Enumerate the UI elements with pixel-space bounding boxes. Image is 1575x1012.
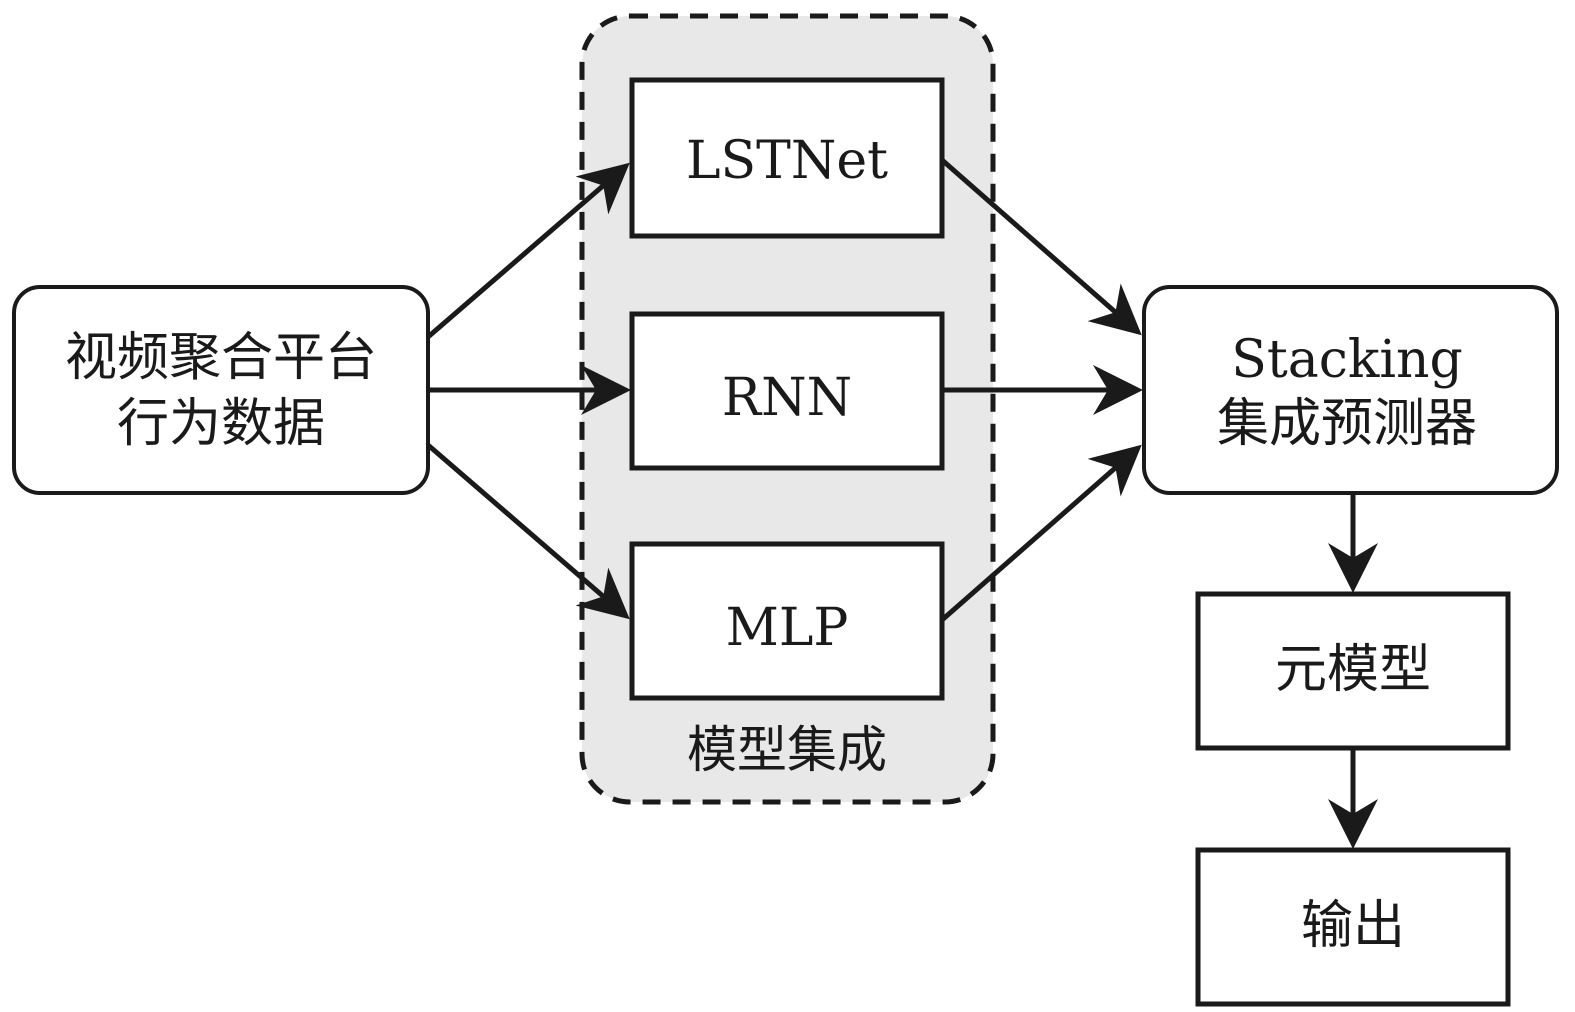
output-node: 输出 <box>1195 847 1511 1007</box>
stacking-node: Stacking 集成预测器 <box>1142 285 1559 495</box>
input-node-label-line1: 视频聚合平台 <box>65 328 377 388</box>
meta-model-node: 元模型 <box>1195 591 1511 751</box>
edge-input-to-lstnet <box>426 162 630 339</box>
model-node-mlp: MLP <box>629 541 945 701</box>
model-node-lstnet-box <box>629 77 945 239</box>
model-node-rnn: RNN <box>629 311 945 471</box>
model-node-mlp-box <box>629 541 945 701</box>
edges <box>426 158 1378 849</box>
input-node-label-line2: 行为数据 <box>117 394 325 454</box>
edge-input-to-mlp <box>426 443 630 620</box>
output-node-box <box>1195 847 1511 1007</box>
edge-mlp-to-stacking <box>940 444 1142 622</box>
stacking-node-box <box>1142 285 1559 495</box>
model-ensemble-group-label: 模型集成 <box>687 721 887 779</box>
model-node-mlp-label: MLP <box>726 598 849 658</box>
model-node-lstnet-label: LSTNet <box>686 131 888 191</box>
stacking-node-label-line1: Stacking <box>1231 330 1463 390</box>
model-node-lstnet: LSTNet <box>629 77 945 239</box>
input-node: 视频聚合平台 行为数据 <box>12 285 430 495</box>
edge-lstnet-to-stacking <box>940 158 1142 336</box>
output-node-label: 输出 <box>1301 896 1405 956</box>
meta-model-node-label: 元模型 <box>1275 640 1431 700</box>
input-node-box <box>12 285 430 495</box>
model-node-rnn-label: RNN <box>722 368 852 428</box>
stacking-node-label-line2: 集成预测器 <box>1217 394 1477 454</box>
